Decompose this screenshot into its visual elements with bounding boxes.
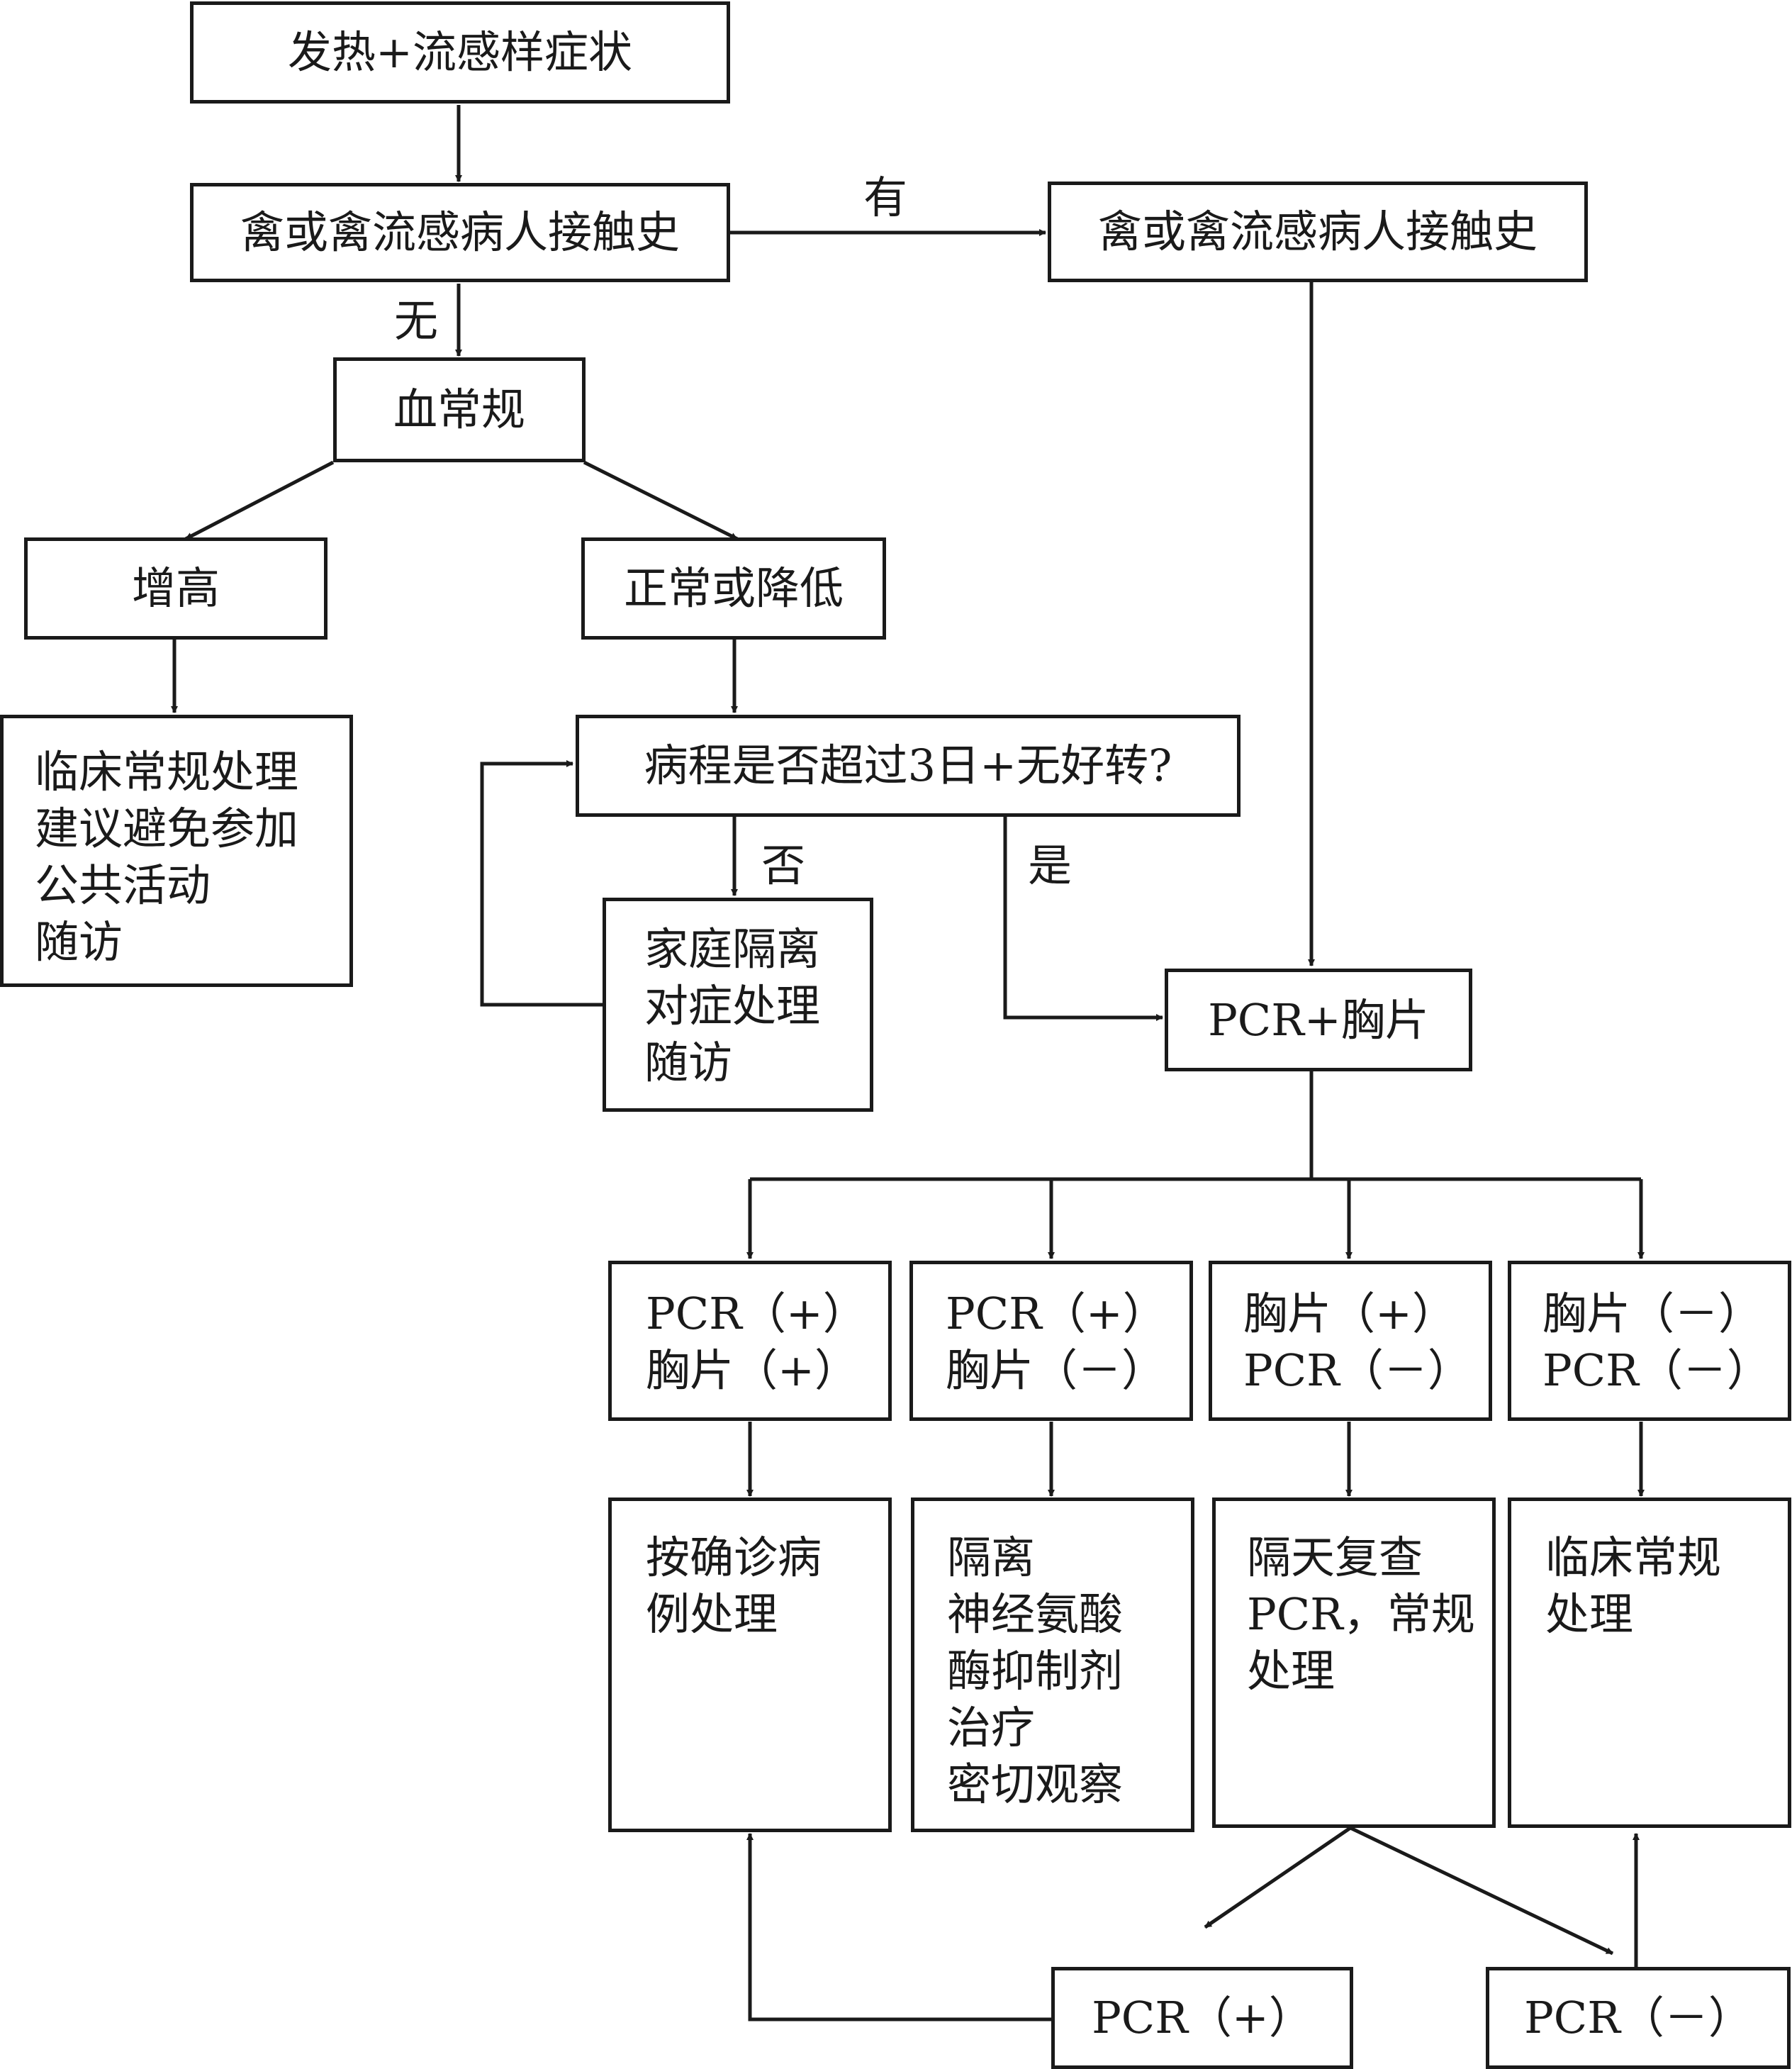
node-case-2: PCR（+） 胸片（－）	[909, 1261, 1193, 1421]
node-contact-yes: 禽或禽流感病人接触史	[1048, 182, 1588, 282]
node-case-4: 胸片（－） PCR（－）	[1508, 1261, 1791, 1421]
node-home-isolation: 家庭隔离 对症处理 随访	[603, 898, 873, 1112]
text-line: 隔天复查	[1247, 1532, 1423, 1583]
node-contact-check: 禽或禽流感病人接触史	[190, 183, 730, 282]
arrow-action3-to-recheck-pos	[1204, 1826, 1352, 1929]
text-line: 神经氨酸	[947, 1588, 1124, 1640]
text-line: PCR（+）	[646, 1288, 867, 1339]
node-pcr-chest-xray: PCR+胸片	[1165, 969, 1472, 1071]
edge-label-yes: 有	[863, 172, 908, 223]
text-line: 处理	[1247, 1645, 1335, 1697]
text-line: 公共活动	[35, 859, 211, 911]
node-blood-routine: 血常规	[333, 357, 586, 462]
text-line: PCR（－）	[1243, 1344, 1472, 1396]
text-line: 胸片（－）	[946, 1344, 1166, 1396]
edge-label-shi: 是	[1028, 840, 1073, 891]
node-action-clinical: 临床常规 处理	[1508, 1498, 1791, 1828]
text-line: 家庭隔离	[644, 923, 821, 975]
text-line: 密切观察	[947, 1758, 1124, 1810]
text-line: 胸片（－）	[1542, 1288, 1763, 1339]
text-line: 胸片（+）	[646, 1344, 858, 1396]
text-line: 隔离	[947, 1532, 1036, 1583]
node-clinical-routine: 临床常规处理 建议避免参加 公共活动 随访	[0, 715, 353, 987]
node-normal-or-low: 正常或降低	[581, 537, 886, 640]
node-increased: 增高	[24, 537, 327, 640]
arrow-action3-to-recheck-neg	[1349, 1826, 1614, 1956]
text-line: 处理	[1545, 1588, 1634, 1640]
node-course-question: 病程是否超过3日+无好转?	[576, 715, 1241, 817]
text-line: 随访	[644, 1037, 733, 1088]
text-line: 建议避免参加	[35, 803, 299, 854]
text-line: 例处理	[646, 1588, 778, 1640]
text-line: PCR，常规	[1247, 1588, 1475, 1640]
node-case-3: 胸片（+） PCR（－）	[1209, 1261, 1492, 1421]
arrow-course-yes-to-pcr	[1003, 817, 1163, 1021]
arrow-recheck-pos-to-action1	[746, 1833, 1053, 2021]
text-line: 治疗	[947, 1702, 1036, 1753]
node-case-1: PCR（+） 胸片（+）	[608, 1261, 892, 1421]
arrow-blood-to-normal	[583, 460, 739, 541]
arrow-home-loop-back	[480, 760, 604, 1007]
text-line: 临床常规	[1545, 1532, 1722, 1583]
arrow-blood-to-high	[184, 460, 335, 541]
text-line: 随访	[35, 916, 123, 968]
node-start: 发热+流感样症状	[190, 1, 730, 104]
text-line: 按确诊病	[646, 1532, 822, 1583]
node-recheck-pcr-negative: PCR（－）	[1486, 1967, 1791, 2069]
node-action-confirmed: 按确诊病 例处理	[608, 1498, 892, 1832]
edge-label-no: 无	[394, 295, 439, 347]
text-line: 对症处理	[644, 980, 821, 1032]
node-action-isolation: 隔离 神经氨酸 酶抑制剂 治疗 密切观察	[911, 1498, 1194, 1832]
text-line: 酶抑制剂	[947, 1645, 1124, 1697]
edge-label-fou: 否	[761, 840, 806, 891]
text-line: PCR（+）	[946, 1288, 1167, 1339]
text-line: PCR（－）	[1542, 1344, 1771, 1396]
node-recheck-pcr-positive: PCR（+）	[1051, 1967, 1353, 2069]
node-action-recheck: 隔天复查 PCR，常规 处理	[1212, 1498, 1496, 1828]
text-line: 临床常规处理	[35, 746, 299, 798]
text-line: 胸片（+）	[1243, 1288, 1456, 1339]
